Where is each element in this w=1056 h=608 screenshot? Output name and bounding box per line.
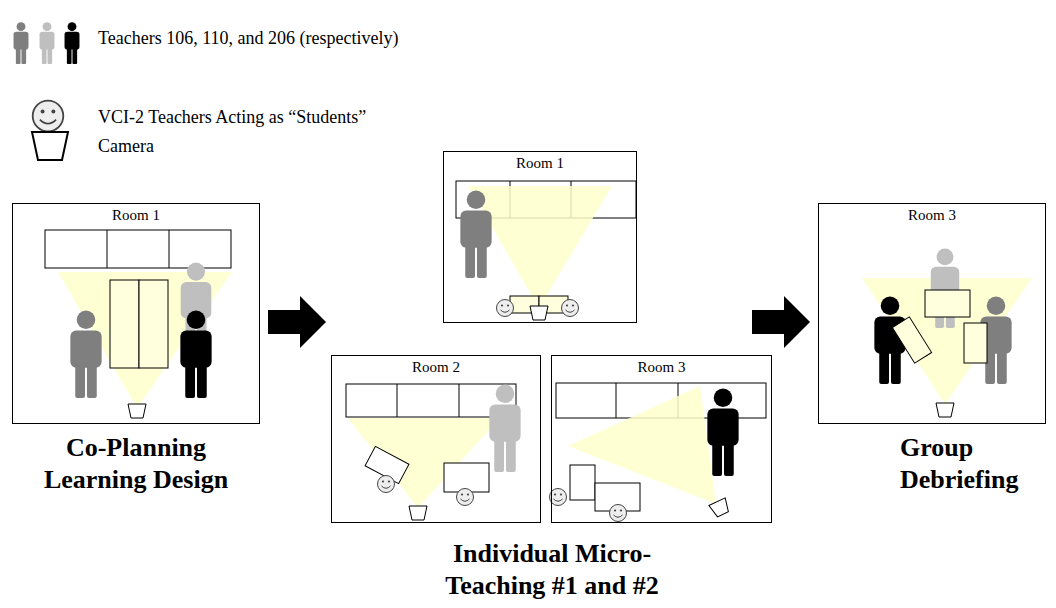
phase-arrow bbox=[752, 296, 810, 348]
legend-text: Teachers 106, 110, and 206 (respectively… bbox=[98, 27, 398, 49]
co-planning-scene bbox=[45, 230, 232, 418]
micro-room1-scene bbox=[456, 181, 636, 320]
legend-text: VCI-2 Teachers Acting as “Students” bbox=[98, 106, 366, 128]
micro-room2-scene bbox=[346, 384, 521, 520]
phase-label: Group Debriefing bbox=[900, 432, 964, 496]
room-title: Room 2 bbox=[332, 356, 540, 376]
room-title: Room 3 bbox=[819, 204, 1045, 224]
legend-text: Camera bbox=[98, 135, 154, 157]
phase-label: Individual Micro-Teaching #1 and #2 bbox=[443, 538, 661, 602]
room-box: Room 1 bbox=[443, 151, 637, 323]
legend-icons bbox=[14, 22, 80, 160]
room-box: Room 2 bbox=[331, 355, 541, 523]
room-box: Room 1 bbox=[12, 203, 260, 424]
room-title: Room 1 bbox=[13, 204, 259, 224]
room-title: Room 1 bbox=[444, 152, 636, 172]
micro-room3-scene bbox=[550, 383, 767, 522]
phase-label: Co-Planning Learning Design bbox=[41, 432, 231, 496]
phase-arrow bbox=[268, 296, 326, 348]
room-title: Room 3 bbox=[552, 356, 771, 376]
debrief-scene bbox=[862, 248, 1032, 417]
room-box: Room 3 bbox=[551, 355, 772, 523]
room-box: Room 3 bbox=[818, 203, 1046, 424]
